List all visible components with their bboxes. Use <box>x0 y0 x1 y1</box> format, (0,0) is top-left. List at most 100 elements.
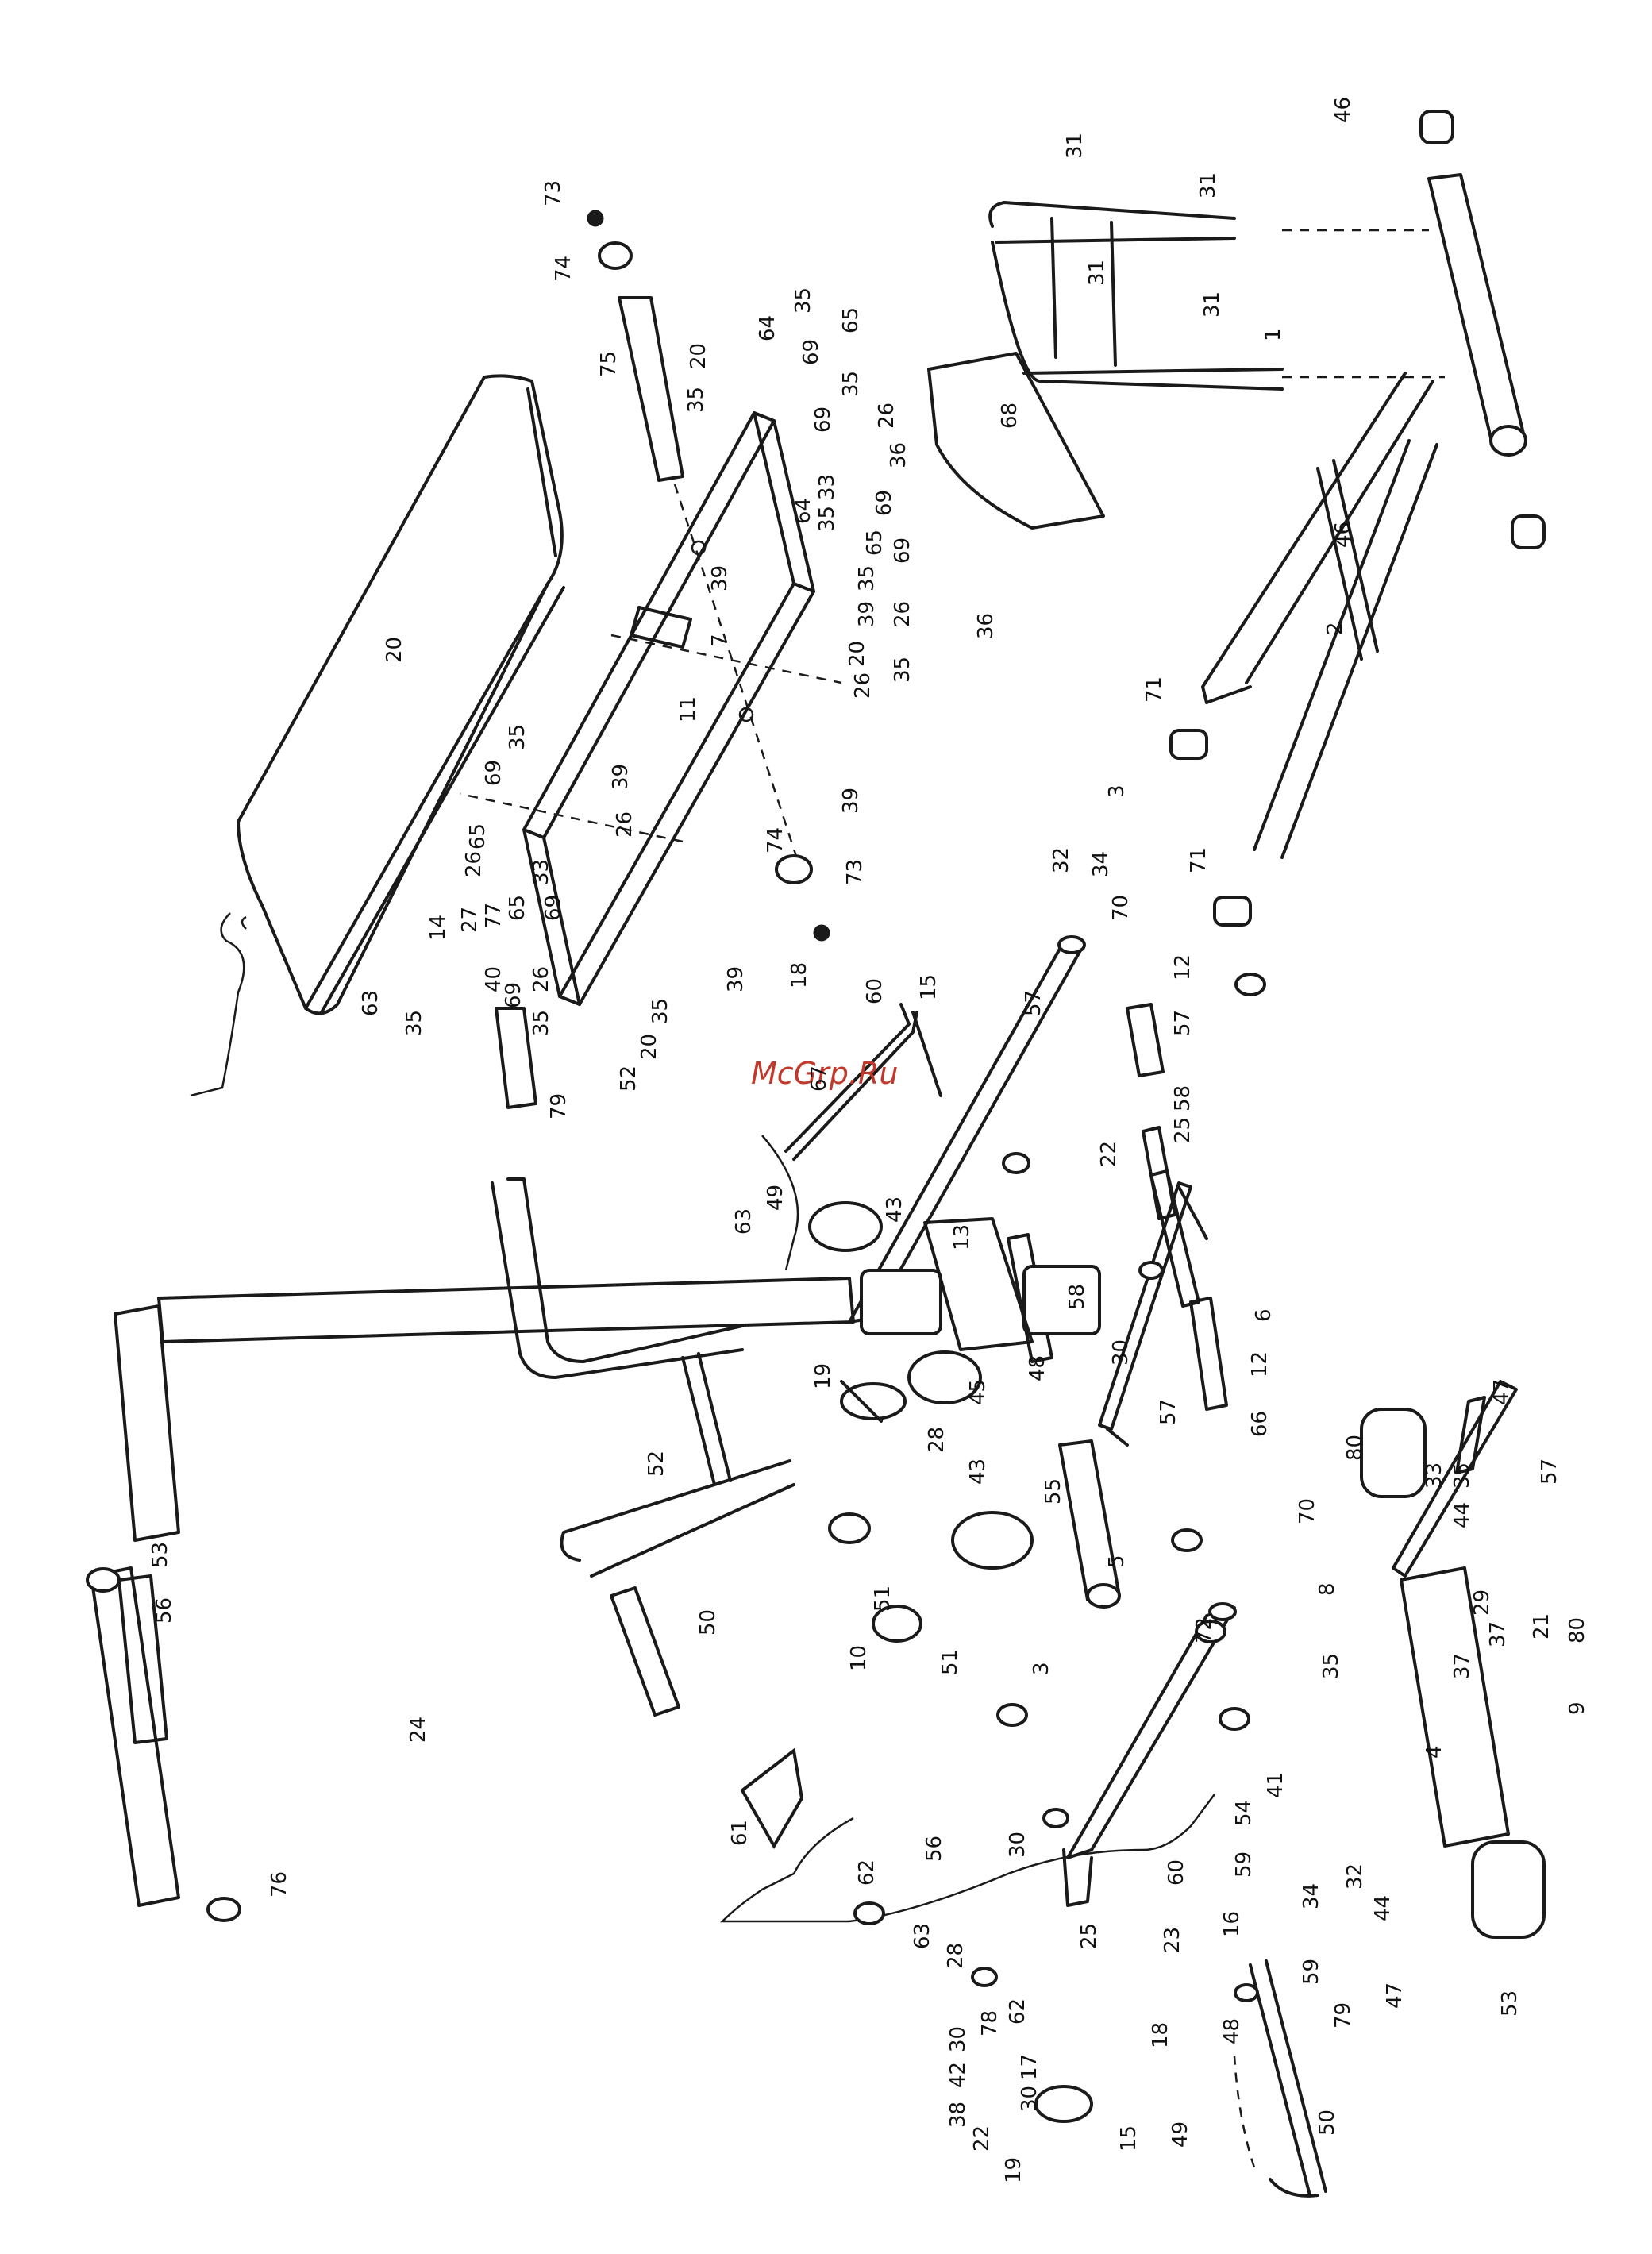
callout-number: 10 <box>847 1645 871 1671</box>
callout-number: 57 <box>1538 1458 1562 1485</box>
callout-number: 74 <box>764 827 787 853</box>
callout-number: 9 <box>1565 1701 1589 1715</box>
callout-number: 20 <box>637 1034 661 1060</box>
callout-number: 35 <box>402 1010 426 1036</box>
callout-number: 20 <box>383 637 406 663</box>
handle-lower-drawing <box>1233 1959 1327 2198</box>
callout-number: 28 <box>944 1943 968 1969</box>
callout-number: 23 <box>1161 1927 1184 1953</box>
callout-number: 79 <box>1331 2002 1355 2029</box>
callout-number: 26 <box>613 811 637 838</box>
callout-number: 69 <box>811 406 835 433</box>
upright-post-drawing <box>86 1277 855 1922</box>
callout-number: 67 <box>807 1065 831 1092</box>
callout-number: 27 <box>458 907 482 933</box>
callout-number: 43 <box>966 1458 990 1485</box>
callout-number: 79 <box>547 1093 571 1119</box>
callout-number: 57 <box>1157 1399 1180 1425</box>
callout-number: 22 <box>970 2125 994 2152</box>
callout-number: 64 <box>756 315 780 341</box>
callout-number: 65 <box>466 823 490 850</box>
callout-number: 20 <box>687 343 710 369</box>
callout-number: 35 <box>791 287 815 314</box>
callout-number: 69 <box>872 490 896 516</box>
callout-number: 53 <box>1498 1990 1522 2017</box>
callout-number: 53 <box>148 1542 172 1568</box>
callout-number: 8 <box>1315 1582 1339 1596</box>
callout-number: 32 <box>1049 847 1073 873</box>
callout-number: 2 <box>1323 622 1347 635</box>
callout-number: 22 <box>1097 1141 1121 1167</box>
callout-number: 36 <box>887 442 911 468</box>
callout-number: 31 <box>1196 172 1220 198</box>
callout-number: 57 <box>1171 1010 1195 1036</box>
callout-number: 51 <box>938 1649 962 1675</box>
callout-number: 65 <box>839 307 863 333</box>
callout-number: 38 <box>946 2102 970 2128</box>
handle-top-drawing <box>761 1003 942 1271</box>
callout-number: 30 <box>1018 2086 1042 2112</box>
callout-number: 30 <box>946 2026 970 2052</box>
callout-number: 29 <box>1470 1589 1494 1616</box>
callout-number: 62 <box>1006 1998 1030 2025</box>
callout-number: 35 <box>839 371 863 397</box>
callout-number: 34 <box>1089 851 1113 877</box>
callout-number: 59 <box>1300 1959 1323 1985</box>
callout-number: 26 <box>529 966 553 992</box>
callout-number: 50 <box>1315 2110 1339 2136</box>
callout-layer: 46 31 31 31 31 1 68 36 36 46 2 71 71 73 … <box>148 97 1589 2183</box>
sleeve-block-drawing <box>860 1217 1101 1570</box>
pedal-pad-drawing <box>740 1747 804 1849</box>
callout-number: 35 <box>649 998 672 1024</box>
callout-number: 41 <box>1264 1772 1288 1798</box>
callout-number: 11 <box>676 696 700 722</box>
callout-number: 20 <box>845 641 869 667</box>
hardware-drawing <box>828 973 1266 2002</box>
callout-number: 39 <box>609 764 633 790</box>
callout-number: 35 <box>1319 1653 1343 1679</box>
callout-number: 54 <box>1232 1800 1256 1826</box>
callout-number: 1 <box>1261 328 1285 341</box>
callout-number: 74 <box>552 256 576 282</box>
callout-number: 43 <box>883 1196 907 1223</box>
callout-number: 51 <box>871 1586 895 1612</box>
callout-number: 72 <box>1192 1617 1216 1643</box>
callout-number: 26 <box>462 851 486 877</box>
callout-number: 65 <box>863 530 887 556</box>
callout-number: 17 <box>1018 2054 1042 2080</box>
callout-number: 73 <box>843 859 867 885</box>
callout-number: 55 <box>1042 1478 1065 1505</box>
callout-number: 48 <box>1026 1355 1049 1381</box>
callout-number: 26 <box>891 601 915 627</box>
callout-number: 46 <box>1331 97 1355 123</box>
callout-number: 14 <box>426 915 450 941</box>
callout-number: 45 <box>966 1379 990 1405</box>
callout-number: 73 <box>541 180 565 206</box>
callout-number: 47 <box>1490 1379 1514 1405</box>
callout-number: 34 <box>1300 1883 1323 1909</box>
callout-number: 19 <box>1002 2157 1026 2183</box>
callout-number: 31 <box>1063 133 1087 159</box>
callout-number: 25 <box>1077 1923 1101 1949</box>
callout-number: 33 <box>529 859 553 885</box>
callout-number: 63 <box>359 990 383 1016</box>
callout-number: 30 <box>1006 1832 1030 1858</box>
callout-number: 33 <box>1423 1462 1446 1489</box>
callout-number: 33 <box>815 474 839 500</box>
callout-number: 7 <box>708 634 732 647</box>
callout-number: 39 <box>708 565 732 591</box>
callout-number: 69 <box>541 895 565 921</box>
callout-number: 35 <box>855 565 879 591</box>
callout-number: 59 <box>1232 1851 1256 1878</box>
callout-number: 49 <box>1169 2121 1192 2148</box>
callout-number: 49 <box>764 1185 787 1211</box>
callout-number: 77 <box>482 903 506 929</box>
callout-number: 39 <box>855 601 879 627</box>
callout-number: 15 <box>1117 2125 1141 2152</box>
callout-number: 39 <box>839 788 863 814</box>
callout-number: 3 <box>1105 784 1129 798</box>
main-tube-lower-drawing <box>1034 1380 1546 2123</box>
back-tube-drawing <box>587 210 830 942</box>
callout-number: 69 <box>502 982 526 1008</box>
callout-number: 62 <box>855 1859 879 1886</box>
